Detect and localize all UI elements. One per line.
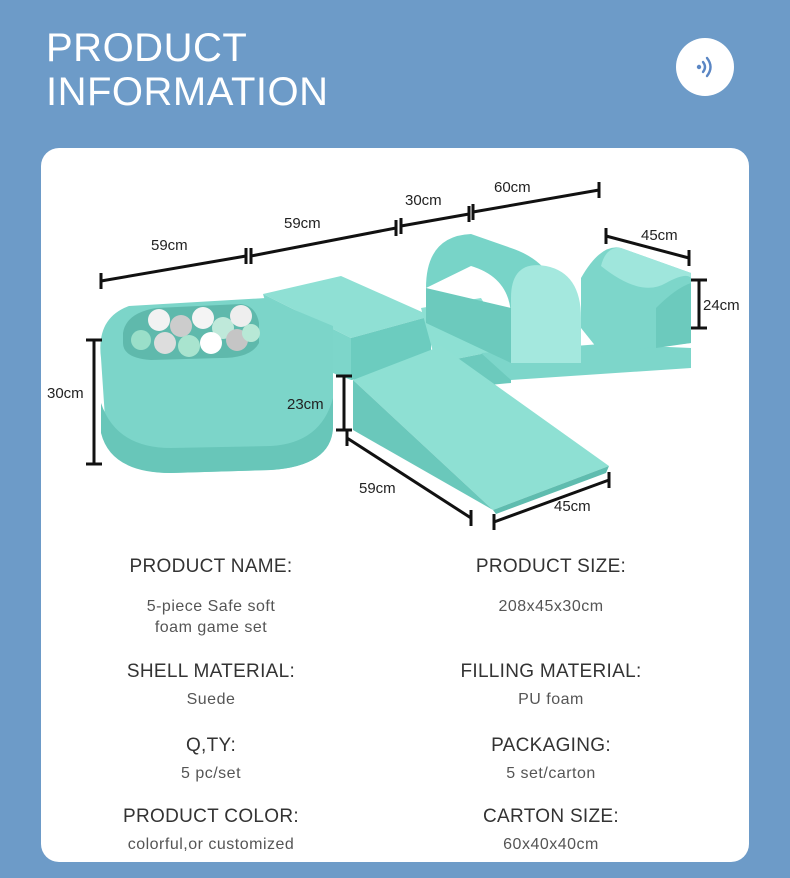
dim-59-top-left: 59cm	[151, 237, 188, 254]
spec-shell-material: SHELL MATERIAL: Suede	[81, 661, 341, 710]
carton-label: CARTON SIZE:	[483, 806, 619, 827]
spec-product-name: PRODUCT NAME: 5-piece Safe soft foam gam…	[81, 556, 341, 638]
wave-block	[581, 247, 691, 353]
spec-product-size: PRODUCT SIZE: 208x45x30cm	[421, 556, 681, 617]
spec-carton-size: CARTON SIZE: 60x40x40cm	[421, 806, 681, 855]
dim-24-right: 24cm	[703, 297, 740, 314]
carton-value: 60x40x40cm	[503, 836, 599, 853]
product-size-value: 208x45x30cm	[498, 598, 604, 615]
title-line-2: INFORMATION	[46, 70, 329, 114]
dim-45-bottom: 45cm	[554, 498, 591, 515]
dim-45-right: 45cm	[641, 227, 678, 244]
product-name-line-1: 5-piece Safe soft	[146, 598, 276, 615]
shell-label: SHELL MATERIAL:	[126, 661, 296, 682]
product-card: 59cm 59cm 30cm 60cm 45cm 24cm 30cm 23cm …	[41, 148, 749, 862]
page-title: PRODUCT INFORMATION	[46, 26, 329, 114]
filling-label: FILLING MATERIAL:	[460, 661, 642, 682]
spec-product-color: PRODUCT COLOR: colorful,or customized	[81, 806, 341, 855]
title-line-1: PRODUCT	[46, 26, 248, 70]
dimension-lines	[86, 182, 707, 530]
product-name-label: PRODUCT NAME:	[129, 556, 293, 577]
packaging-value: 5 set/carton	[506, 765, 596, 782]
spec-filling-material: FILLING MATERIAL: PU foam	[421, 661, 681, 710]
spec-grid: PRODUCT NAME: 5-piece Safe soft foam gam…	[41, 148, 749, 862]
dim-59-bottom: 59cm	[359, 480, 396, 497]
spec-quantity: Q,TY: 5 pc/set	[81, 735, 341, 784]
product-size-label: PRODUCT SIZE:	[475, 556, 627, 577]
dim-60-top: 60cm	[494, 179, 531, 196]
product-name-line-2: foam game set	[154, 619, 268, 636]
ramp	[353, 346, 609, 514]
spec-packaging: PACKAGING: 5 set/carton	[421, 735, 681, 784]
sound-wave-icon	[696, 56, 712, 78]
dim-23-ramp: 23cm	[287, 396, 324, 413]
dim-30-left: 30cm	[47, 385, 84, 402]
ball-pit	[100, 298, 333, 473]
half-cylinder	[426, 234, 581, 363]
color-label: PRODUCT COLOR:	[123, 806, 299, 827]
packaging-label: PACKAGING:	[491, 735, 611, 756]
foam-set-illustration: 59cm 59cm 30cm 60cm 45cm 24cm 30cm 23cm …	[47, 179, 740, 530]
qty-value: 5 pc/set	[180, 765, 242, 782]
dim-59-top-mid: 59cm	[284, 215, 321, 232]
color-value: colorful,or customized	[127, 836, 295, 853]
filling-value: PU foam	[518, 691, 584, 708]
qty-label: Q,TY:	[185, 735, 237, 756]
dim-30-top: 30cm	[405, 192, 442, 209]
shell-value: Suede	[186, 691, 236, 708]
sound-button[interactable]	[676, 38, 734, 96]
